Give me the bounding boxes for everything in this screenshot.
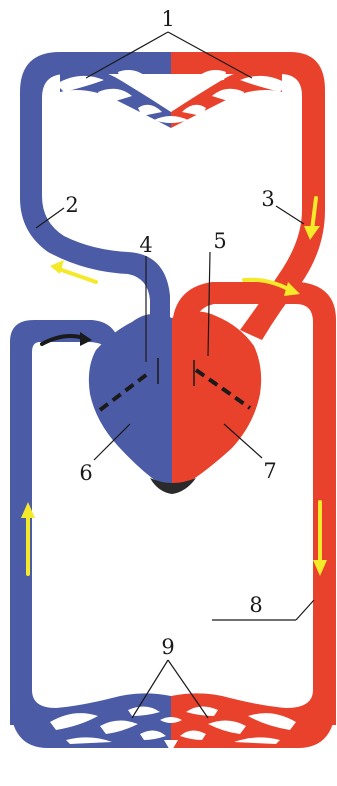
lung-capillary-bed	[56, 68, 288, 128]
label-9: 9	[161, 635, 174, 659]
label-7: 7	[263, 459, 276, 483]
arrow-pulmonary-artery	[56, 268, 96, 282]
label-2: 2	[65, 193, 78, 217]
body-capillary-bed	[10, 690, 336, 752]
label-5: 5	[213, 229, 226, 253]
heart	[89, 311, 261, 494]
label-8: 8	[249, 593, 262, 617]
label-4: 4	[139, 233, 152, 257]
pulmonary-artery	[20, 52, 171, 325]
label-3: 3	[261, 187, 274, 211]
label-1: 1	[161, 7, 174, 31]
label-6: 6	[79, 461, 92, 485]
left-heart	[172, 311, 261, 490]
